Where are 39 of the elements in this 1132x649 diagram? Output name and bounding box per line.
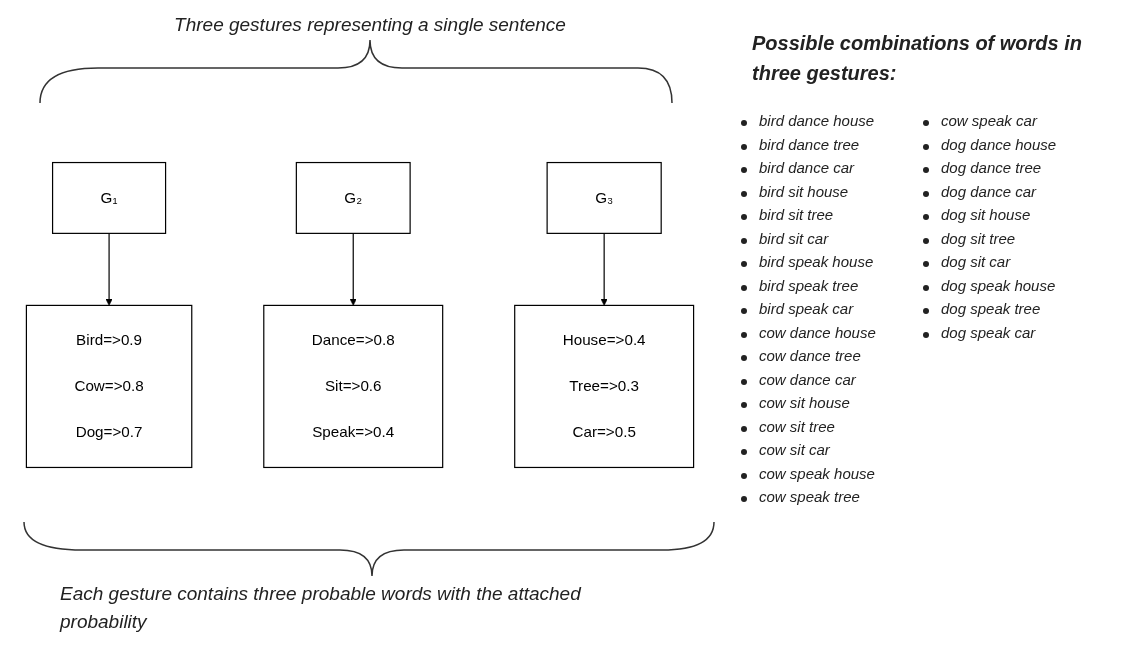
list-item: dog dance house [941,135,1057,155]
list-item: dog speak car [941,323,1036,343]
list-item: cow sit tree [759,417,835,437]
node-box: Dance=>0.8 Sit=>0.6 Speak=>0.4 [263,304,444,469]
list-item: bird sit car [759,229,829,249]
list-item: dog dance car [941,182,1037,202]
list-item: bird dance tree [759,135,860,155]
list-item: bird speak car [759,300,854,319]
node-box: Bird=>0.9 Cow=>0.8 Dog=>0.7 [25,304,193,469]
list-item: cow speak house [759,464,875,484]
list-item: bird speak house [759,253,874,272]
list-item: dog dance tree [941,159,1042,178]
list-item: dog sit car [941,253,1011,272]
list-item: cow dance tree [759,347,861,366]
list-item: bird dance car [759,159,855,178]
list-item: bird sit house [759,182,849,202]
list-item: bird sit tree [759,206,834,225]
list-item: cow dance car [759,370,856,390]
node-box: G₂ [295,161,411,234]
node-box: G₃ [546,161,662,234]
list-item: cow speak car [941,112,1037,131]
list-item: cow sit car [759,441,830,460]
brace-caption: Three gestures representing a single sentence [173,14,567,36]
list-item: dog sit house [941,206,1031,225]
list-item: bird dance house [759,112,875,131]
list-item: cow sit house [759,394,850,413]
list-item: dog speak house [941,276,1056,296]
arrow [105,232,113,306]
arrow [349,232,357,306]
list-item: cow speak tree [759,488,860,507]
node-box: G₁ [52,161,167,234]
node-box: House=>0.4 Tree=>0.3 Car=>0.5 [514,304,695,469]
list-item: bird speak tree [759,276,859,296]
brace-caption: Each gesture contains three probable words with the attached probability [60,582,583,634]
arrow [600,232,608,306]
list-item: dog speak tree [941,300,1041,319]
list-heading: Possible combinations of words in three gestures: [752,31,1084,86]
list-item: dog sit tree [941,229,1016,249]
list-item: cow dance house [759,323,876,343]
